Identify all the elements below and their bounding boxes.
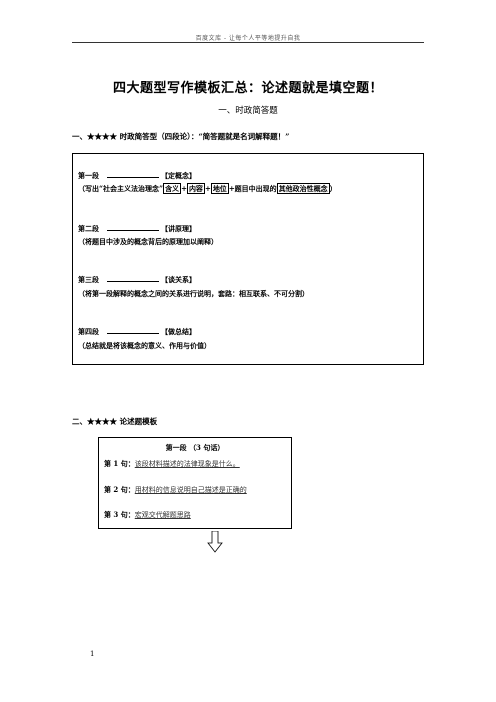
paragraph-1-note: （写出“社会主义法治理念”含义+内容+地位+题目中出现的其他政治性概念）: [78, 183, 337, 194]
paragraph-4-label: 第四段 【做总结】: [78, 327, 196, 337]
boxed-term-meaning: 含义: [163, 183, 182, 194]
paragraph-1-note-suffix: ）: [329, 184, 337, 193]
short-answer-template-box: [72, 153, 424, 365]
paragraph-1-label: 第一段 【定概念】: [78, 171, 196, 181]
paragraph-3-label: 第三段 【谈关系】: [78, 275, 196, 285]
paragraph-1-name: 第一段: [78, 171, 99, 180]
paragraph-1-note-prefix: （写出“社会主义法治理念”: [78, 184, 164, 193]
section-subheading: 一、时政简答题: [218, 106, 278, 116]
boxed-term-content: 内容: [186, 183, 205, 194]
paragraph-3-blank: [107, 275, 159, 282]
template-line-1-value: 该段材料描述的法律现象是什么。: [134, 460, 240, 468]
paragraph-4-blank: [107, 327, 159, 334]
paragraph-2-blank: [107, 224, 159, 231]
paragraph-4-tag: 【做总结】: [161, 327, 196, 336]
paragraph-4-name: 第四段: [78, 327, 99, 336]
section-2-heading: 二、★★★★ 论述题模板: [72, 417, 158, 426]
template-line-2: 第 2 句：用材料的信息说明自己描述是正确的: [104, 485, 247, 495]
essay-template-title: 第一段 （3 句话）: [165, 443, 225, 452]
paragraph-2-label: 第二段 【讲原理】: [78, 224, 196, 234]
template-line-1: 第 1 句：该段材料描述的法律现象是什么。: [104, 459, 240, 469]
paragraph-2-tag: 【讲原理】: [161, 224, 196, 233]
paragraph-1-note-mid: +题目中出现的: [228, 184, 277, 193]
paragraph-3-note: （将第一段解释的概念之间的关系进行说明，套路：相互联系、不可分割）: [78, 289, 309, 298]
template-line-1-label: 第 1 句：: [104, 459, 135, 468]
paragraph-3-tag: 【谈关系】: [161, 275, 196, 284]
boxed-term-status: 地位: [210, 183, 229, 194]
paragraph-4-note: （总结就是将该概念的意义、作用与价值）: [78, 341, 211, 350]
template-line-2-value: 用材料的信息说明自己描述是正确的: [134, 486, 247, 494]
template-line-3-label: 第 3 句：: [104, 510, 135, 519]
paragraph-2-note: （将题目中涉及的概念背后的原理加以阐释）: [78, 237, 218, 246]
section-1-heading: 一、★★★★ 时政简答型（四段论）：“简答题就是名词解释题！”: [72, 132, 290, 141]
down-arrow-icon: [207, 531, 223, 553]
template-line-2-label: 第 2 句：: [104, 485, 135, 494]
page-number: 1: [90, 650, 95, 658]
boxed-term-other-concepts: 其他政治性概念: [276, 183, 330, 194]
document-title: 四大题型写作模板汇总：论述题就是填空题！: [112, 81, 383, 96]
template-line-3: 第 3 句：宏观交代解题思路: [104, 510, 191, 520]
paragraph-3-name: 第三段: [78, 275, 99, 284]
paragraph-1-blank: [107, 171, 159, 178]
paragraph-1-tag: 【定概念】: [161, 171, 196, 180]
paragraph-2-name: 第二段: [78, 224, 99, 233]
template-line-3-value: 宏观交代解题思路: [134, 511, 191, 519]
page-header: 百度文库 - 让每个人平等地提升自我: [195, 35, 301, 42]
header-divider: [72, 42, 424, 43]
essay-template-box: [98, 437, 292, 529]
